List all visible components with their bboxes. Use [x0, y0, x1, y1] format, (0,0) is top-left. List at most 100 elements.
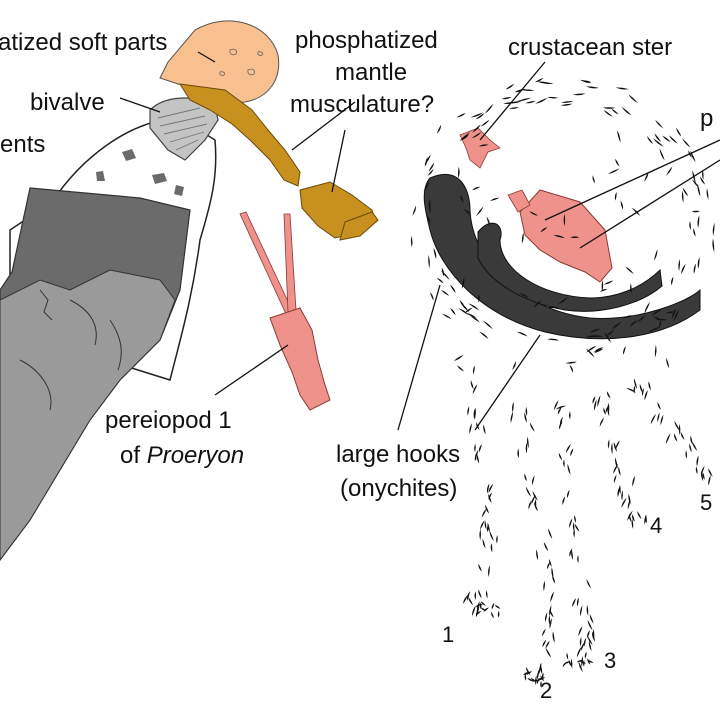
hooklet — [536, 677, 542, 682]
hooklet — [580, 79, 592, 84]
hooklet — [470, 380, 474, 390]
hooklet — [583, 637, 587, 647]
hooklet — [533, 299, 542, 308]
hooklet — [528, 500, 532, 510]
hooklet — [662, 135, 672, 143]
hooklet — [599, 417, 605, 427]
hooklet — [712, 238, 715, 253]
hooklet — [552, 631, 555, 643]
hooklet — [627, 499, 631, 510]
hooklet — [565, 361, 577, 364]
hooklet — [560, 100, 574, 103]
hooklet — [525, 486, 532, 497]
hooklet — [665, 311, 676, 314]
hooklet — [562, 496, 565, 506]
crustacean-fragments — [519, 189, 613, 283]
hooklet — [631, 207, 641, 216]
hooklet — [456, 113, 466, 118]
hooklet — [481, 508, 487, 518]
leader-pereiopod — [214, 344, 289, 396]
hooklet — [430, 292, 434, 301]
hooklet — [427, 215, 431, 225]
hooklet — [685, 450, 688, 459]
leader-right-a — [544, 139, 720, 221]
hooklet — [706, 188, 709, 200]
hooklet — [637, 511, 642, 519]
hooklet — [592, 629, 595, 639]
hooklet — [480, 119, 490, 127]
hooklet — [666, 166, 673, 176]
hooklet — [682, 187, 689, 197]
hooklet — [517, 97, 532, 102]
hooklet — [547, 96, 559, 99]
hooklet — [524, 412, 527, 423]
hooklet — [632, 514, 635, 522]
hooklet — [474, 450, 479, 461]
shell-speckles — [94, 149, 184, 255]
hooklet — [510, 411, 514, 424]
hooklet — [589, 614, 594, 624]
hooklet — [521, 232, 524, 244]
hooklet — [632, 475, 635, 487]
hooklet — [613, 474, 617, 484]
hooklet — [592, 175, 595, 184]
hooklet — [628, 514, 632, 523]
hooklet — [486, 483, 490, 494]
hooklet — [489, 530, 494, 542]
hooklet — [512, 401, 514, 413]
hooklet — [695, 466, 698, 475]
hooklet — [491, 611, 494, 619]
hooklet — [650, 413, 656, 425]
hooklet — [483, 424, 486, 435]
mantle-musculature-tip — [339, 211, 379, 241]
hooklet — [524, 673, 527, 681]
hooklet — [427, 168, 434, 176]
hooklet — [648, 381, 651, 391]
hooklet — [488, 492, 492, 500]
hooklet — [674, 420, 680, 431]
label-soft-parts: atized soft parts — [0, 29, 167, 56]
hooklet — [584, 651, 587, 659]
hooklet — [428, 201, 431, 214]
hooklet — [483, 607, 489, 612]
hooklet — [529, 422, 535, 432]
hooklet — [478, 589, 482, 599]
hooklet — [708, 475, 711, 486]
hooklet — [697, 183, 701, 197]
hooklet — [526, 436, 529, 449]
hooklet — [542, 639, 547, 648]
hooklet — [569, 518, 573, 529]
hooklet — [523, 672, 530, 676]
hooklet — [569, 411, 571, 420]
hooklet — [569, 364, 574, 373]
hooklet — [471, 605, 476, 617]
hooklet — [482, 538, 486, 549]
hooklet — [566, 489, 570, 499]
hooklet — [484, 103, 494, 114]
hooklet — [600, 288, 608, 292]
hooklet — [659, 148, 665, 161]
hook-outer — [423, 173, 701, 340]
hooklet — [472, 124, 481, 133]
hooklet — [551, 305, 560, 310]
hooklet — [639, 383, 643, 393]
hooklet — [672, 308, 677, 319]
hooklet — [633, 378, 638, 390]
hooklet — [702, 472, 705, 480]
hooklet — [653, 316, 662, 321]
hooklet — [525, 100, 536, 104]
hooklet — [537, 81, 548, 84]
hooklet — [440, 290, 450, 296]
hooklet — [593, 347, 604, 353]
hooklet — [673, 433, 678, 442]
hooklet — [597, 395, 601, 407]
hooklet — [460, 302, 470, 313]
hooklet — [478, 563, 482, 572]
hooklet — [671, 276, 674, 286]
hooklet — [550, 591, 555, 603]
hooklet — [474, 591, 477, 600]
hooklet — [578, 626, 583, 636]
hooklet — [573, 528, 575, 538]
leader-crustacean — [479, 61, 546, 141]
